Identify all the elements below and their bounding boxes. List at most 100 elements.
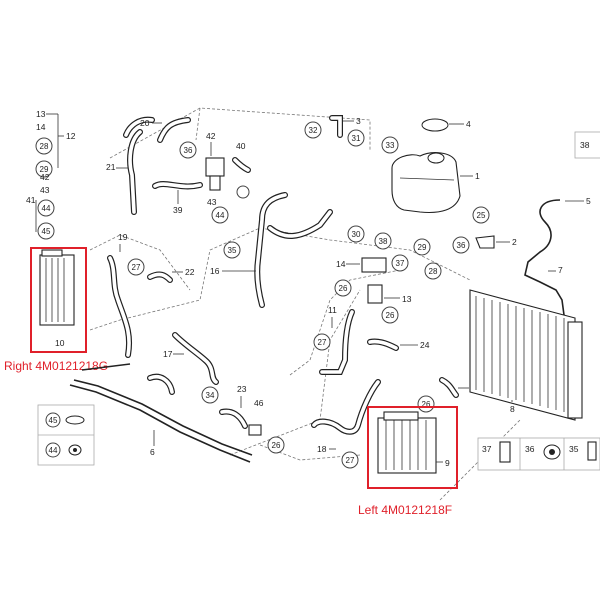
label-43: 43 [40,185,50,195]
label-17: 17 [163,349,173,359]
label-34: 34 [206,391,215,400]
part-38-box: 38 [574,131,600,159]
label-24: 24 [420,340,430,350]
hose-11: 11 27 24 [313,305,430,375]
label-29-mid: 29 [418,243,427,252]
left-radiator: 9 [377,411,450,474]
label-32: 32 [309,126,318,135]
legend-label-44: 44 [49,446,58,455]
label-38-box: 38 [580,140,590,150]
valve-group: 36 42 43 44 40 [179,131,251,224]
hose-19: 19 27 22 [107,232,195,358]
label-12: 12 [66,131,76,141]
hose-17: 17 [163,332,219,385]
label-18: 18 [317,444,327,454]
label-37-mid: 37 [396,259,405,268]
group-12: 13 14 12 28 29 [35,109,76,178]
label-1: 1 [475,171,480,181]
right-part-number: Right 4M0121218G [4,359,108,373]
legend-left: 45 44 [37,404,95,466]
label-8: 8 [510,404,515,414]
valve-cluster-14: 14 37 28 26 13 26 [334,254,442,324]
label-2: 2 [512,237,517,247]
hose-20: 20 [140,117,191,143]
sensor-wire: 5 7 [524,196,591,331]
label-28-mid: 28 [429,267,438,276]
label-36-top: 36 [184,146,193,155]
label-45: 45 [42,227,51,236]
label-44: 44 [42,204,51,213]
label-28: 28 [40,142,49,151]
expansion-tank: 33 4 1 [381,118,480,214]
label-5: 5 [586,196,591,206]
label-36-right: 36 [457,241,466,250]
label-42-top: 42 [206,131,216,141]
label-23: 23 [237,384,247,394]
circles-mid: 30 38 29 [347,225,431,256]
label-14-mid: 14 [336,259,346,269]
label-42: 42 [40,172,50,182]
callout-circle-29 [35,160,53,178]
label-19: 19 [118,232,128,242]
label-20: 20 [140,118,150,128]
label-27-mid: 27 [318,338,327,347]
label-29: 29 [40,165,49,174]
label-16: 16 [210,266,220,276]
label-31: 31 [352,134,361,143]
label-26-b: 26 [386,311,395,320]
label-27-left: 27 [132,263,141,272]
label-26-a: 26 [339,284,348,293]
right-radiator: 10 [39,249,75,348]
label-33: 33 [386,141,395,150]
label-13: 13 [36,109,46,119]
label-10: 10 [55,338,65,348]
left-part-number: Left 4M0121218F [358,503,452,517]
label-6: 6 [150,447,155,457]
callout-circle-28 [35,137,53,155]
bracket-2: 25 36 2 [452,206,517,254]
label-4: 4 [466,119,471,129]
label-41: 41 [26,195,36,205]
callout-circle-45 [37,222,55,240]
label-38-mid: 38 [379,237,388,246]
label-27-bottom: 27 [346,456,355,465]
left-radiator-highlight [367,406,458,489]
hose-18: 18 27 [311,379,381,469]
legend-label-37: 37 [482,444,492,454]
label-14: 14 [36,122,46,132]
label-11: 11 [328,305,337,315]
label-40: 40 [236,141,246,151]
label-7: 7 [558,265,563,275]
label-46: 46 [254,398,264,408]
label-30: 30 [352,230,361,239]
label-43-top: 43 [207,197,217,207]
label-25: 25 [477,211,486,220]
label-44-top: 44 [216,211,225,220]
group-41: 42 43 41 44 45 [26,172,55,240]
legend-label-36: 36 [525,444,535,454]
legend-label-45: 45 [49,416,58,425]
label-22: 22 [185,267,195,277]
label-35: 35 [228,246,237,255]
callout-circle-44 [37,199,55,217]
label-21: 21 [106,162,116,172]
label-26-right: 26 [422,400,431,409]
pipe-6: 6 26 [69,363,285,463]
hose-21: 21 [106,116,155,215]
legend-label-35: 35 [569,444,579,454]
hose-16: 35 16 [210,192,333,308]
label-13-mid: 13 [402,294,412,304]
legend-right: 37 36 35 [477,437,600,471]
label-9: 9 [445,458,450,468]
hose-39: 39 [152,181,203,215]
dashed-guides [89,107,521,501]
label-3: 3 [356,116,361,126]
right-radiator-highlight [30,247,87,353]
label-39: 39 [173,205,183,215]
label-26-bottom-left: 26 [272,441,281,450]
main-radiator: 8 [469,289,583,421]
parts-top-center: 32 3 31 [304,115,365,147]
hose-34: 34 23 46 [147,373,264,436]
